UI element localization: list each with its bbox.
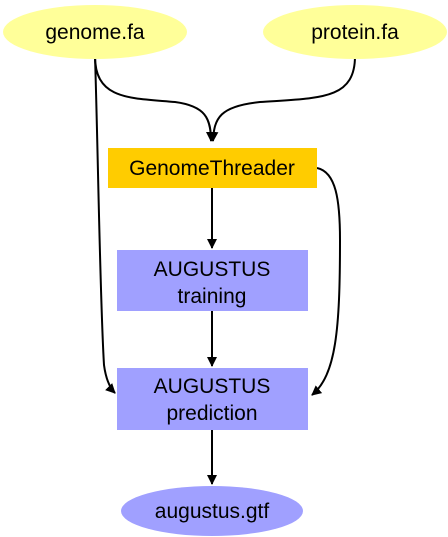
node-training-label-line2: training [178,285,247,308]
node-protein-shape [263,5,447,59]
node-prediction: AUGUSTUS prediction [117,368,308,430]
node-prediction-label-line1: AUGUSTUS [154,375,271,398]
node-output-shape [121,486,303,536]
node-output: augustus.gtf [121,486,303,536]
node-prediction-shape [117,368,308,430]
node-genomethreader: GenomeThreader [108,148,317,188]
node-prediction-label-line2: prediction [166,402,257,425]
node-genomethreader-label: GenomeThreader [129,157,295,180]
node-genome: genome.fa [3,5,187,59]
node-protein: protein.fa [263,5,447,59]
node-genomethreader-shape [108,148,317,188]
node-genome-label: genome.fa [45,21,145,44]
edge-protein-to-genomethreader [208,55,356,142]
edge-genome-to-genomethreader [94,55,216,142]
node-training: AUGUSTUS training [117,250,308,311]
edge-genome-to-prediction [94,55,116,394]
node-protein-label: protein.fa [311,21,399,44]
node-training-shape [117,250,308,311]
node-output-label: augustus.gtf [155,500,270,523]
edge-genomethreader-to-prediction [311,167,342,396]
node-genome-shape [3,5,187,59]
node-training-label-line1: AUGUSTUS [154,258,271,281]
